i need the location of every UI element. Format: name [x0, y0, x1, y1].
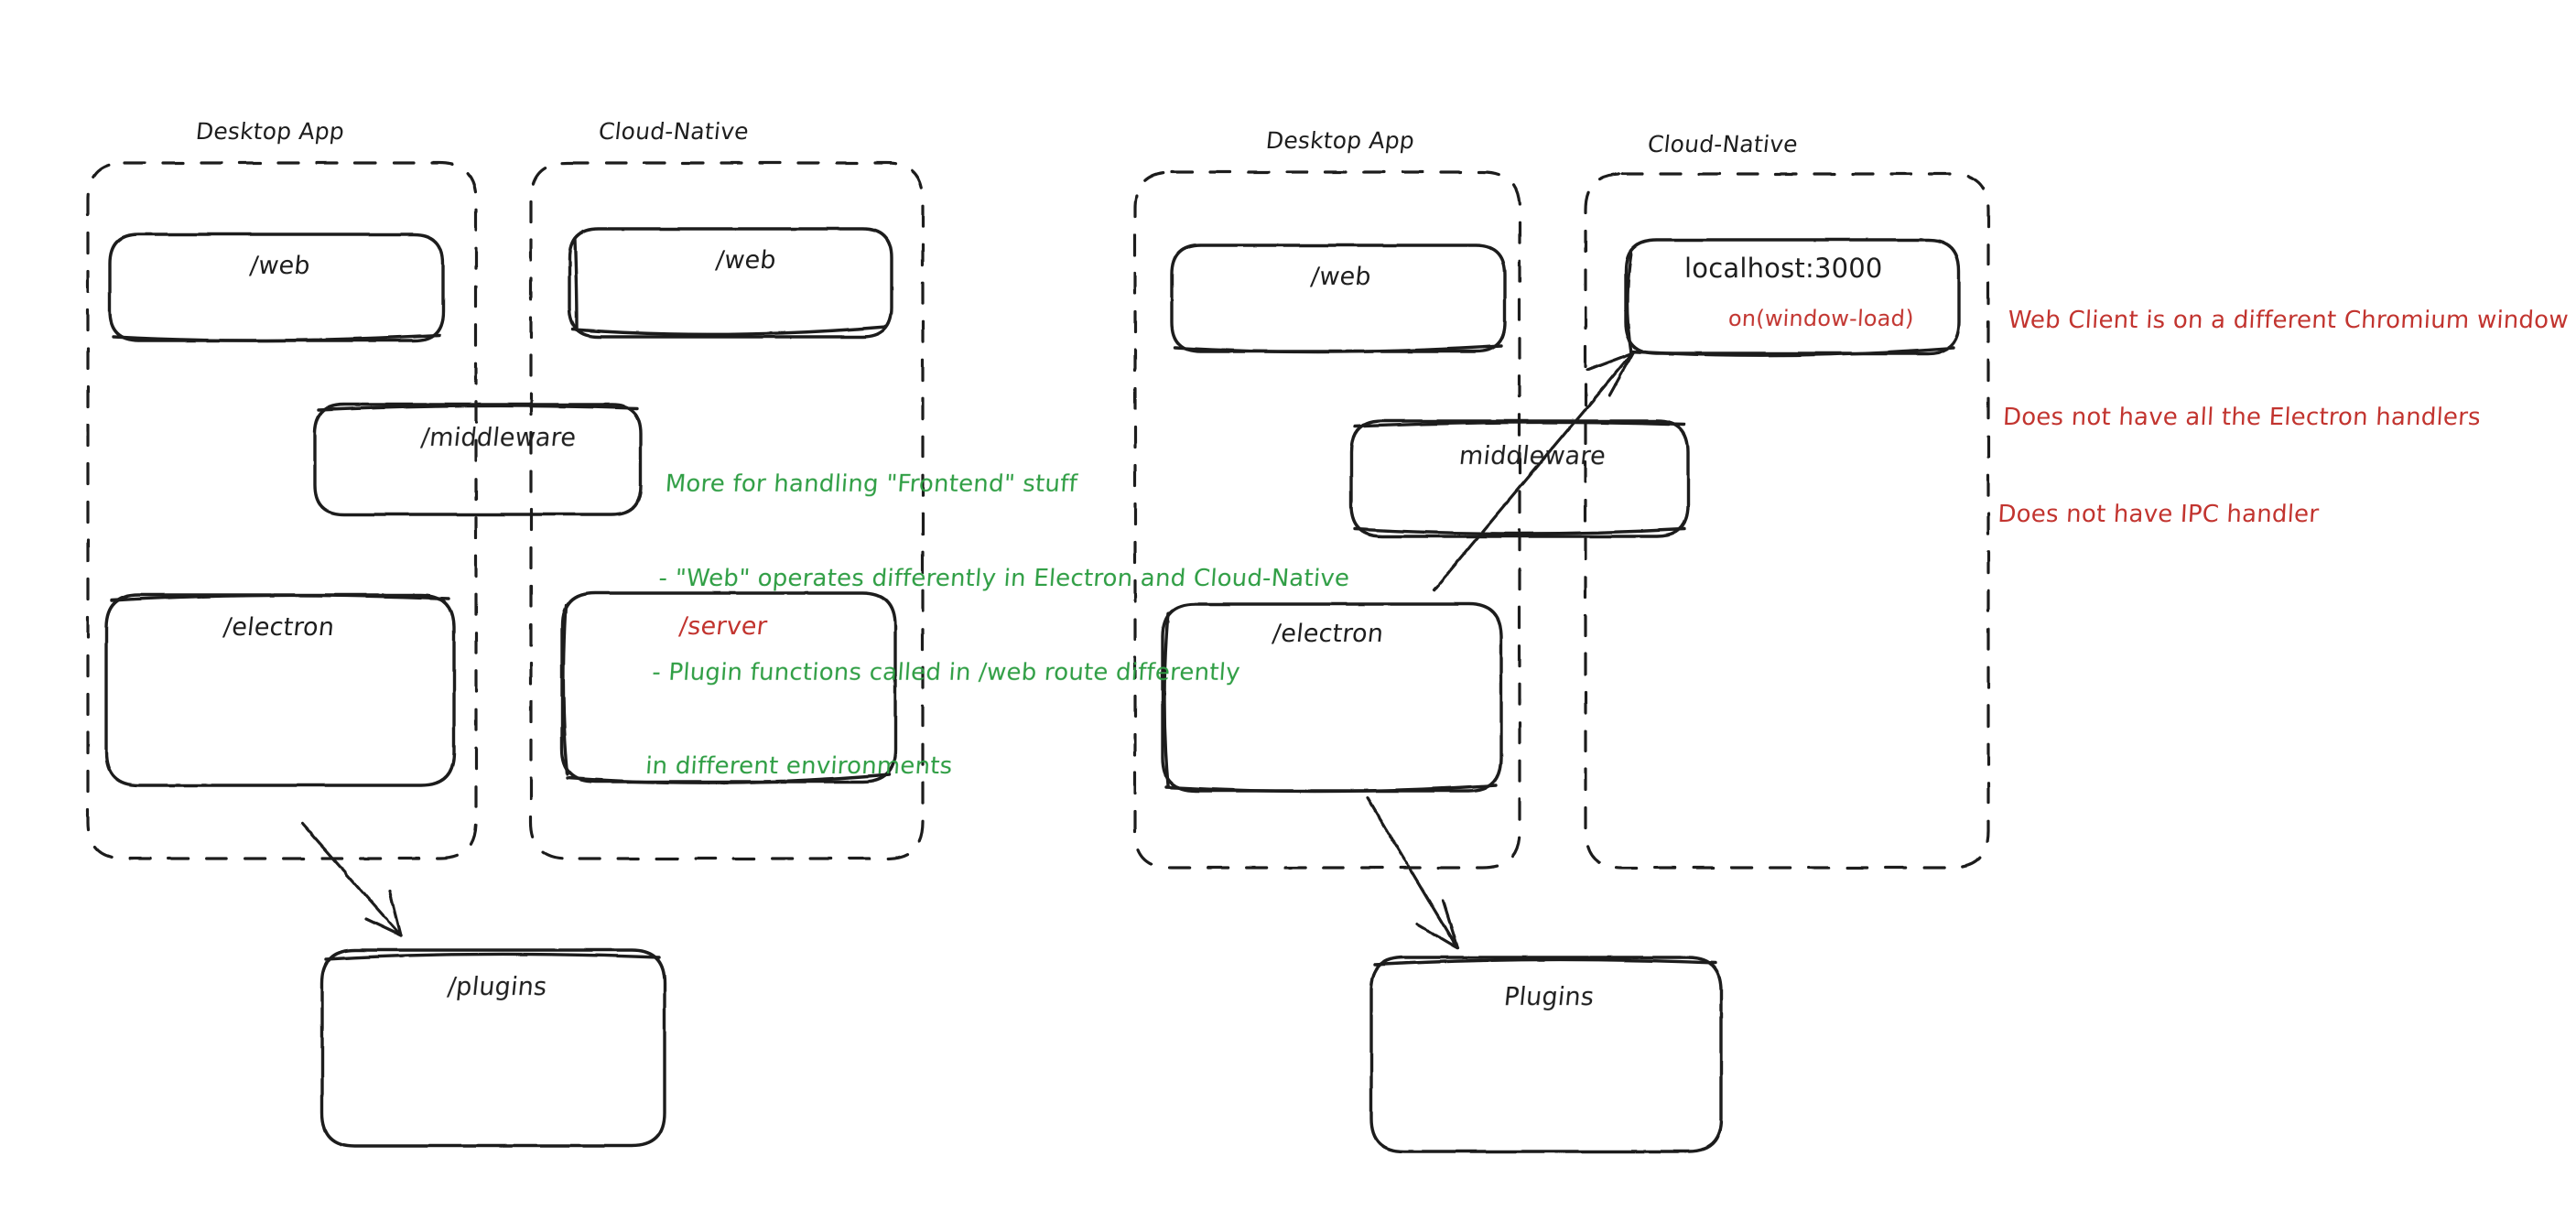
left-desktop-app-container — [86, 161, 478, 860]
left-web-cloud-label: /web — [714, 246, 778, 275]
left-web-desktop-box — [108, 232, 445, 342]
right-cloud-native-container — [1584, 172, 1990, 870]
left-cloud-native-container — [529, 161, 925, 860]
red-annotation-note: Web Client is on a different Chromium wi… — [1994, 240, 2573, 596]
green-annotation-note: More for handling "Frontend" stuff - "We… — [640, 405, 1361, 845]
right-middleware-box — [1349, 419, 1690, 538]
left-middleware-box — [313, 403, 643, 516]
green-note-line-4: in different environments — [644, 752, 954, 781]
right-desktop-app-container — [1133, 170, 1521, 870]
right-arrow-electron-to-localhost — [1432, 351, 1635, 592]
left-group-title-cloud-native: Cloud-Native — [597, 118, 751, 145]
green-note-line-3: - Plugin functions called in /web route … — [651, 658, 1241, 686]
right-group-title-cloud-native: Cloud-Native — [1646, 131, 1800, 157]
right-localhost-box — [1624, 238, 1961, 357]
right-arrow-electron-to-plugins — [1366, 796, 1459, 950]
left-web-desktop-label: /web — [248, 252, 312, 280]
red-note-line-2: Does not have all the Electron handlers — [2002, 403, 2482, 431]
right-electron-box — [1161, 602, 1503, 794]
right-plugins-label: Plugins — [1502, 983, 1596, 1011]
green-note-line-1: More for handling "Frontend" stuff — [664, 470, 1078, 498]
green-note-line-2: - "Web" operates differently in Electron… — [657, 564, 1351, 592]
right-web-desktop-label: /web — [1309, 263, 1373, 291]
right-middleware-label: middleware — [1457, 442, 1607, 470]
left-electron-box — [104, 593, 456, 787]
right-localhost-sublabel: on(window-load) — [1727, 306, 1915, 331]
left-web-cloud-box — [568, 227, 893, 339]
left-server-box — [560, 591, 897, 784]
right-group-title-desktop-app: Desktop App — [1264, 127, 1416, 154]
left-plugins-box — [320, 948, 666, 1148]
right-localhost-label: localhost:3000 — [1684, 253, 1883, 284]
red-note-line-1: Web Client is on a different Chromium wi… — [2007, 306, 2570, 334]
left-arrow-electron-to-plugins — [300, 822, 403, 937]
left-plugins-label: /plugins — [446, 973, 548, 1001]
right-web-desktop-box — [1170, 243, 1507, 354]
left-middleware-label: /middleware — [419, 424, 578, 452]
right-plugins-box — [1369, 956, 1723, 1153]
left-group-title-desktop-app: Desktop App — [194, 118, 346, 145]
red-note-line-3: Does not have IPC handler — [1997, 500, 2320, 528]
left-electron-label: /electron — [222, 613, 336, 642]
